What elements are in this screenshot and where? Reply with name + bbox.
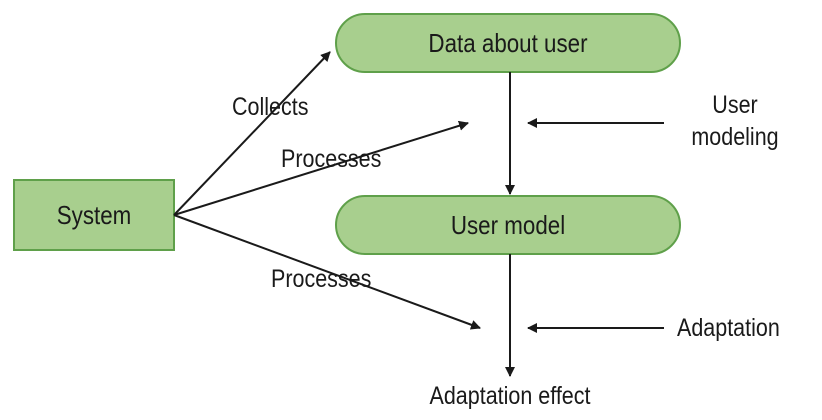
adaptation-effect-label: Adaptation effect (429, 382, 591, 410)
collects-arrow (173, 51, 331, 216)
user-modeling-label-line1: User (712, 91, 758, 119)
system-box (13, 179, 175, 251)
adaptation-label: Adaptation (677, 314, 780, 342)
system-label: System (56, 200, 132, 230)
processes-top-arrow (173, 120, 469, 216)
processes-bottom-arrow (173, 214, 481, 330)
user-model-label: User model (450, 210, 566, 240)
user-model-pill (335, 195, 681, 255)
user-modeling-label-line2: modeling (691, 123, 779, 151)
processes-bottom-label: Processes (271, 265, 372, 293)
collects-label: Collects (232, 93, 309, 121)
data-about-user-pill (335, 13, 681, 73)
processes-top-label: Processes (281, 145, 382, 173)
data-about-user-label: Data about user (428, 28, 588, 58)
